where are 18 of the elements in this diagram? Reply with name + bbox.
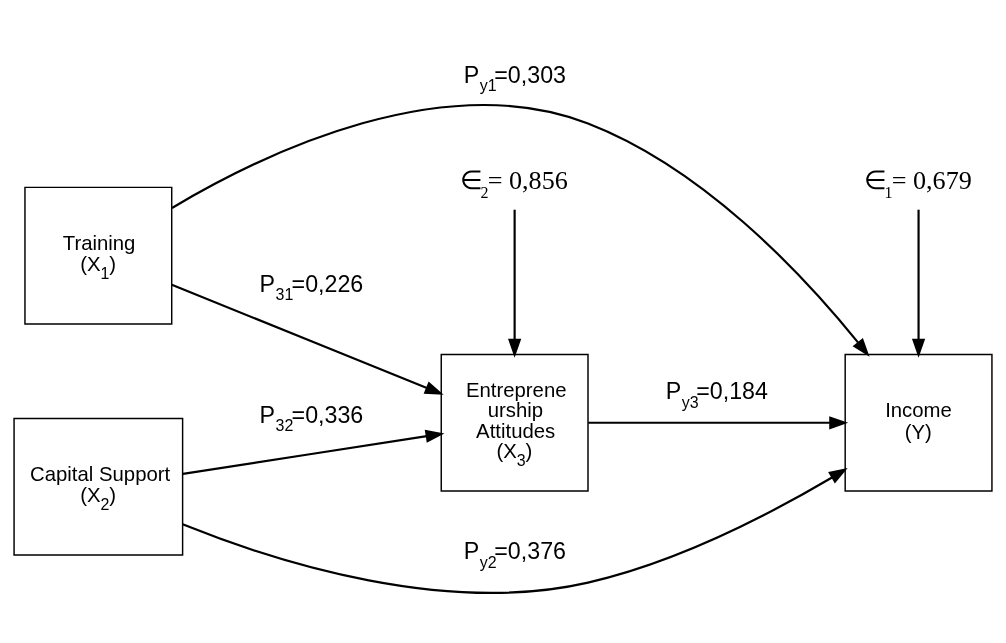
- node-text: ∈$_{2}$= 0,856: [460, 165, 568, 201]
- node-text: ∈$_{1}$= 0,679: [864, 165, 972, 201]
- arrow: [171, 283, 444, 395]
- arrow: [171, 103, 870, 357]
- node-box: Capital Support (X$_{2}$): [13, 417, 184, 556]
- node-box: Income (Y): [844, 353, 993, 492]
- edge-label: P$_{y2}$=0,376: [463, 537, 566, 571]
- arrow: [182, 467, 848, 594]
- edge-label: P$_{y3}$=0,184: [665, 377, 768, 411]
- arrow: [508, 209, 522, 358]
- edge-label: P$_{y1}$=0,303: [463, 60, 566, 94]
- node-box: Training (X$_{1}$): [24, 186, 173, 325]
- arrow: [588, 415, 849, 429]
- arrow: [182, 429, 445, 475]
- edge-label: P$_{31}$=0,226: [259, 270, 364, 303]
- arrow: [911, 209, 926, 358]
- node-box: Entreprene urship Attitudes (X$_{3}$): [440, 353, 589, 492]
- edge-label: P$_{32}$=0,336: [259, 400, 364, 434]
